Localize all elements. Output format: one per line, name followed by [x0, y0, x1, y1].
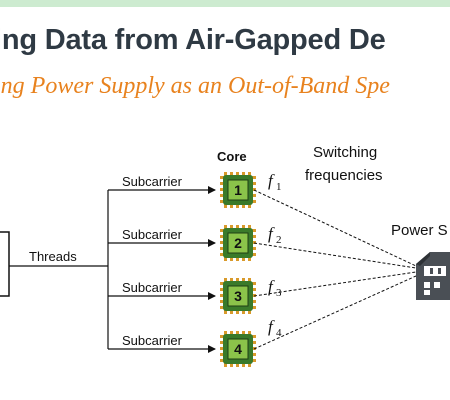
freq-label-2: f 2 — [268, 224, 282, 246]
branch-4: Subcarrier — [108, 333, 216, 353]
svg-text:f: f — [268, 171, 275, 190]
branch-3: Subcarrier — [108, 280, 216, 300]
svg-text:4: 4 — [276, 327, 282, 339]
freq-label-1: f 1 — [268, 171, 282, 193]
svg-text:2: 2 — [234, 235, 242, 251]
threads-label: Threads — [29, 249, 77, 264]
svg-text:3: 3 — [234, 288, 242, 304]
branch-2: Subcarrier — [108, 227, 216, 247]
signal-paths — [253, 189, 417, 350]
svg-text:3: 3 — [276, 287, 282, 299]
cpu-core-1-icon: 1 — [219, 171, 257, 209]
svg-text:f: f — [268, 317, 275, 336]
svg-text:1: 1 — [276, 181, 282, 193]
core-label: Core — [217, 149, 247, 164]
svg-text:4: 4 — [234, 341, 242, 357]
svg-text:f: f — [268, 277, 275, 296]
freq-label-3: f 3 — [268, 277, 282, 299]
branch-1: Subcarrier — [108, 174, 216, 194]
svg-text:1: 1 — [234, 182, 242, 198]
switching-label-line2: frequencies — [305, 167, 383, 184]
subcarrier-label: Subcarrier — [122, 174, 183, 189]
power-supply-icon — [416, 252, 450, 300]
switching-label-line1: Switching — [313, 144, 377, 161]
header-accent-bar — [0, 0, 450, 7]
slide-title: ing Data from Air-Gapped De — [0, 24, 386, 56]
subcarrier-label: Subcarrier — [122, 280, 183, 295]
cpu-core-2-icon: 2 — [219, 224, 257, 262]
freq-label-4: f 4 — [268, 317, 282, 339]
subcarrier-label: Subcarrier — [122, 227, 183, 242]
power-supply-label: Power S — [391, 222, 448, 239]
svg-text:2: 2 — [276, 234, 282, 246]
threads-source-box — [0, 231, 10, 297]
svg-text:f: f — [268, 224, 275, 243]
cpu-core-3-icon: 3 — [219, 277, 257, 315]
cpu-core-4-icon: 4 — [219, 330, 257, 368]
slide-subtitle: ing Power Supply as an Out-of-Band Spe — [0, 73, 390, 99]
subcarrier-label: Subcarrier — [122, 333, 183, 348]
